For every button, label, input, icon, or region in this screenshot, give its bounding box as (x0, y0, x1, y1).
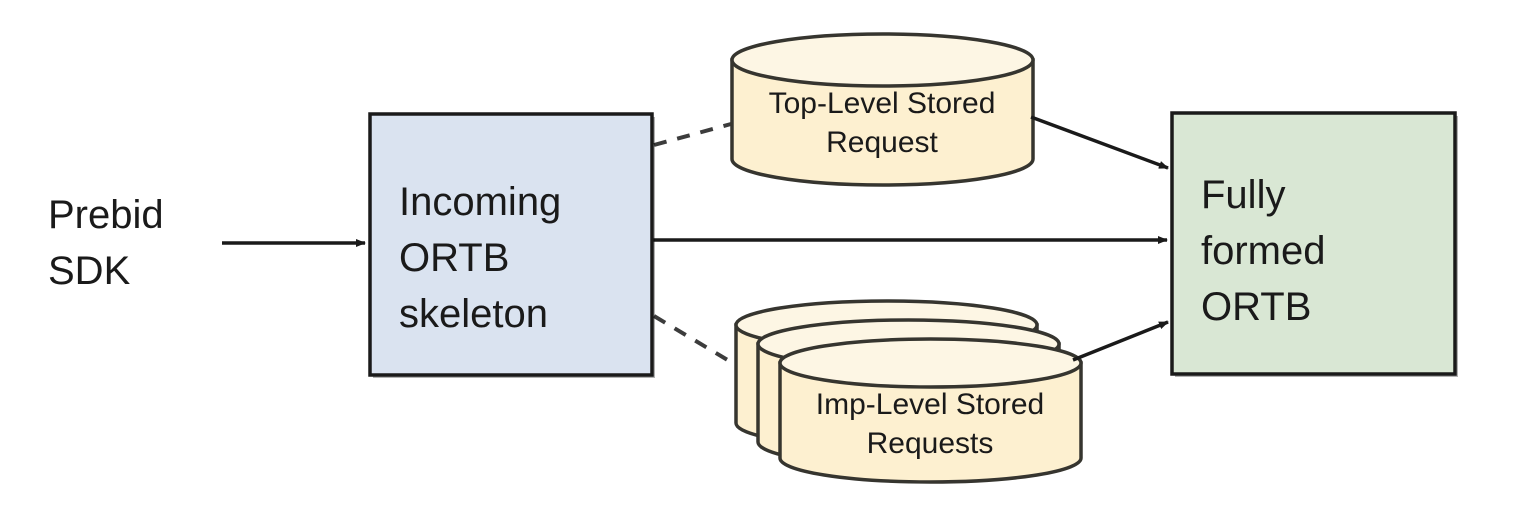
node-fully-formed-ortb[interactable]: Fully formed ORTB (1170, 111, 1458, 377)
edge-top-level-store-to-output (1030, 115, 1169, 170)
fully-formed-ortb-label-line-1: Fully (1201, 173, 1285, 217)
fully-formed-ortb-label-line-3: ORTB (1201, 285, 1311, 329)
imp-level-stored-requests-label-line-1: Imp-Level Stored (816, 388, 1044, 421)
top-level-stored-request-label-line-2: Request (826, 126, 938, 159)
node-prebid-sdk: Prebid SDK (48, 193, 164, 293)
incoming-ortb-skeleton-label-line-1: Incoming (399, 180, 561, 224)
imp-level-stored-requests-cylinder-front (778, 337, 1083, 484)
fully-formed-ortb-label-line-2: formed (1201, 229, 1326, 273)
fully-formed-ortb-box (1170, 111, 1457, 376)
edge-incoming-to-imp-level-store (652, 314, 738, 367)
node-incoming-ortb-skeleton[interactable]: Incoming ORTB skeleton (368, 112, 655, 378)
top-level-stored-request-label-line-1: Top-Level Stored (769, 87, 996, 120)
node-top-level-stored-request[interactable]: Top-Level Stored Request (730, 32, 1035, 187)
prebid-sdk-label-line-2: SDK (48, 249, 131, 293)
incoming-ortb-skeleton-label-line-3: skeleton (399, 292, 548, 336)
top-level-stored-request-top (730, 32, 1035, 88)
prebid-sdk-label-line-1: Prebid (48, 193, 164, 237)
edge-imp-level-store-to-output (1072, 320, 1169, 362)
incoming-ortb-skeleton-label-line-2: ORTB (399, 236, 509, 280)
imp-level-stored-requests-label-line-2: Requests (867, 427, 994, 460)
incoming-ortb-skeleton-box (368, 112, 654, 377)
edge-incoming-to-top-level-store (653, 122, 732, 147)
top-level-stored-request-body (730, 58, 1035, 187)
node-imp-level-stored-requests[interactable]: Imp-Level Stored Requests (734, 299, 1083, 484)
